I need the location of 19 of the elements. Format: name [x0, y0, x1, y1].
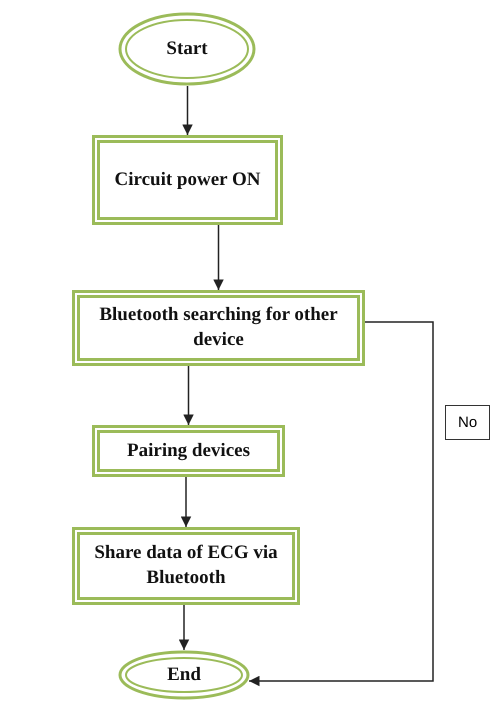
arrow — [180, 477, 192, 527]
process-box — [92, 425, 285, 477]
node-text: End — [166, 662, 202, 687]
node-text: Start — [165, 36, 209, 61]
arrow — [213, 225, 224, 290]
arrow — [178, 605, 190, 650]
node-text: Circuit power ON — [113, 168, 262, 192]
node-text: Bluetooth searching for other device — [98, 303, 339, 352]
process-box — [72, 290, 365, 366]
arrow — [249, 321, 434, 686]
edge-label: No — [445, 405, 490, 440]
terminal-ellipse — [118, 650, 250, 700]
node-text: Share data of ECG via Bluetooth — [93, 541, 279, 590]
arrow — [182, 86, 193, 135]
node-text: Pairing devices — [126, 438, 251, 463]
process-box — [92, 135, 283, 225]
process-box — [72, 527, 300, 605]
terminal-ellipse — [118, 12, 256, 86]
arrow — [183, 366, 194, 425]
